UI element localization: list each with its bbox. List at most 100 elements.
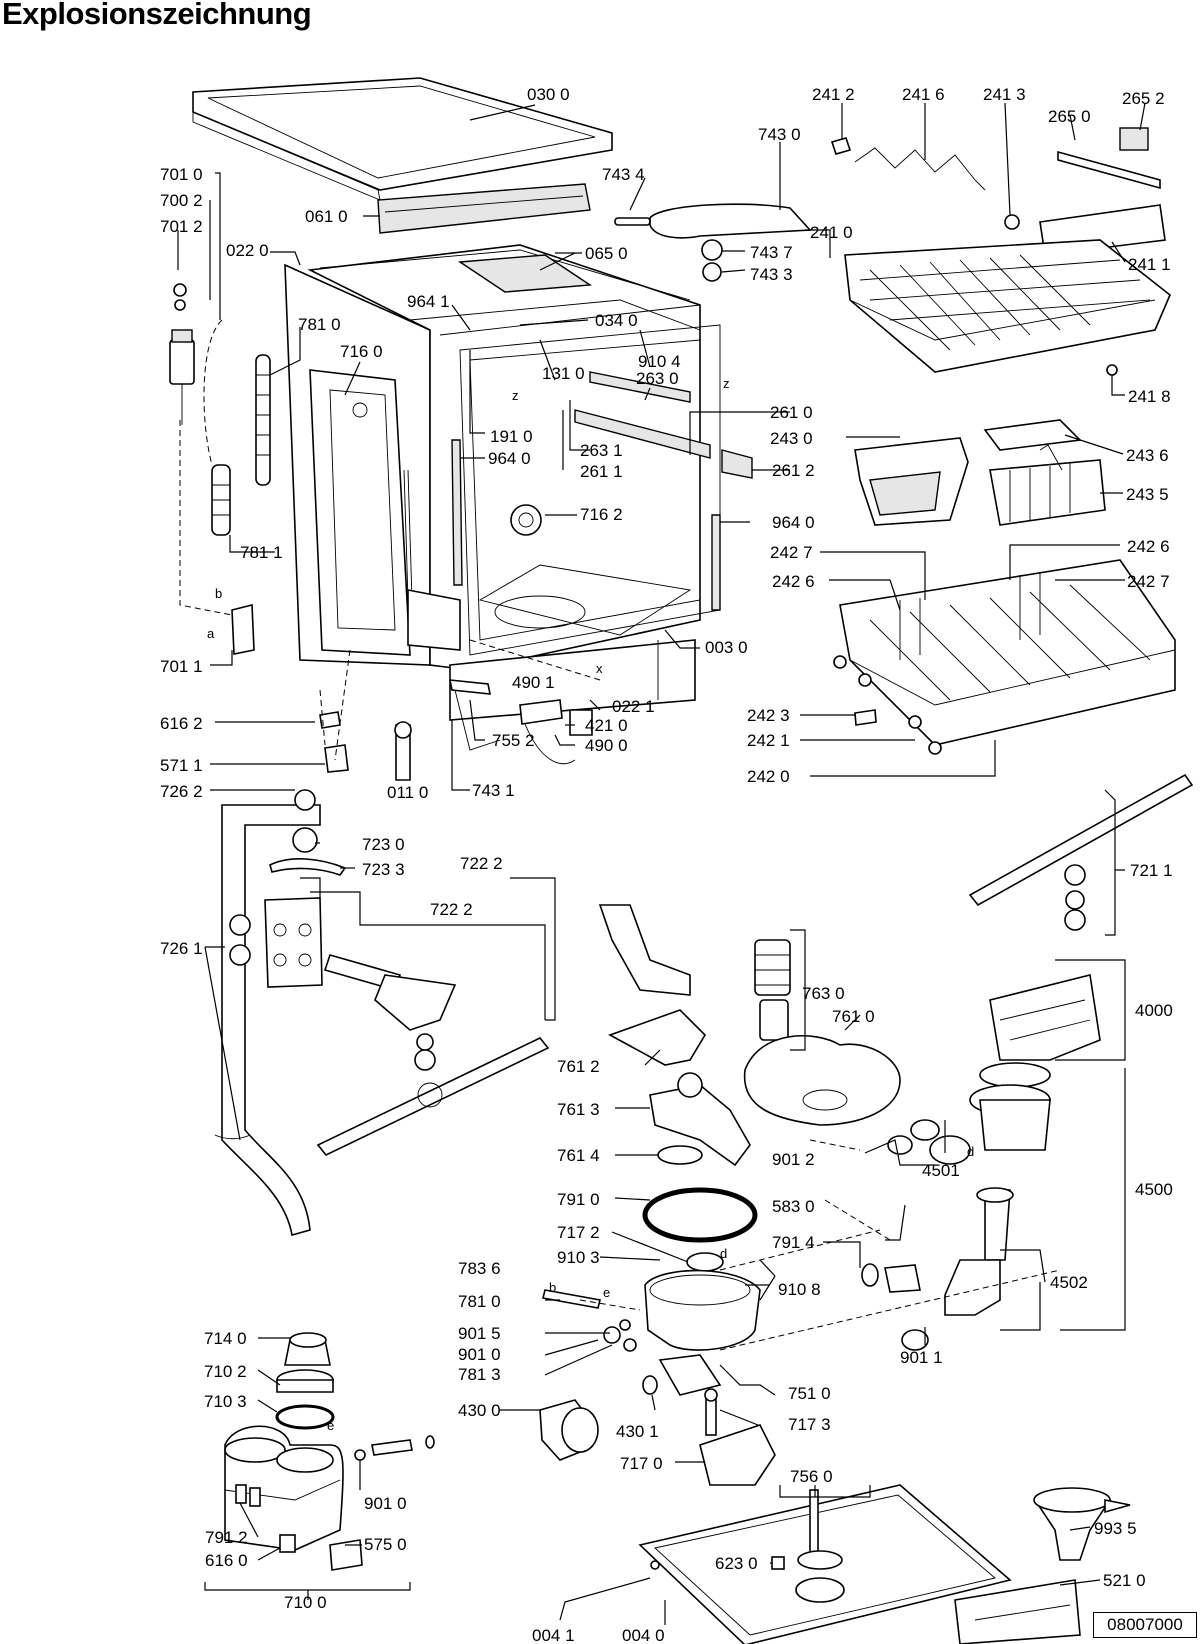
callout-761-4: 761 4 [557,1146,600,1165]
callout-243-0: 243 0 [770,429,813,448]
drawing-number-box: 08007000 [1093,1612,1197,1638]
callout-242-3: 242 3 [747,706,790,725]
callout-901-5: 901 5 [458,1324,501,1343]
callout-243-6: 243 6 [1126,446,1169,465]
callout-242-1: 242 1 [747,731,790,750]
callout-791-2: 791 2 [205,1528,248,1547]
callout-743-1: 743 1 [472,781,515,800]
water-softener-part [224,1332,435,1571]
callout-034-0: 034 0 [595,311,638,330]
callout-521-0: 521 0 [1103,1571,1146,1590]
upper-spray-arm-part [968,773,1194,931]
callout-781-1: 781 1 [240,543,283,562]
callout-726-1: 726 1 [160,939,203,958]
callout-717-2: 717 2 [557,1223,600,1242]
callout-065-0: 065 0 [585,244,628,263]
callout-004-0: 004 0 [622,1626,665,1644]
callout-756-0: 756 0 [790,1467,833,1486]
callout-993-5: 993 5 [1094,1519,1137,1538]
callout-616-2: 616 2 [160,714,203,733]
callout-701-1: 701 1 [160,657,203,676]
callout-583-0: 583 0 [772,1197,815,1216]
callout-430-1: 430 1 [616,1422,659,1441]
callout-717-3: 717 3 [788,1415,831,1434]
callout-964-0-a: 964 0 [488,449,531,468]
callout-263-0: 263 0 [636,369,679,388]
callout-430-0: 430 0 [458,1401,501,1420]
callout-241-3: 241 3 [983,85,1026,104]
callout-241-0: 241 0 [810,223,853,242]
callout-755-2: 755 2 [492,731,535,750]
callout-717-0: 717 0 [620,1454,663,1473]
callout-743-7: 743 7 [750,243,793,262]
callout-263-1: 263 1 [580,441,623,460]
marker-z-a: z [512,388,519,403]
callout-490-1: 490 1 [512,673,555,692]
callout-783-6: 783 6 [458,1259,501,1278]
callout-716-2: 716 2 [580,505,623,524]
dash-connections [319,639,1061,1351]
upper-basket-part [614,127,1171,376]
callout-261-1: 261 1 [580,462,623,481]
callout-910-8: 910 8 [778,1280,821,1299]
callout-781-0-b: 781 0 [458,1292,501,1311]
callout-901-0-a: 901 0 [458,1345,501,1364]
callout-241-8: 241 8 [1128,387,1171,406]
callout-421-0: 421 0 [585,716,628,735]
callout-261-2: 261 2 [772,461,815,480]
callout-241-1: 241 1 [1128,255,1171,274]
callout-714-0: 714 0 [204,1329,247,1348]
callout-910-3: 910 3 [557,1248,600,1267]
inlet-hose-part [169,283,271,655]
callout-241-2: 241 2 [812,85,855,104]
callout-964-0-b: 964 0 [772,513,815,532]
callout-623-0: 623 0 [715,1554,758,1573]
callout-964-1: 964 1 [407,292,450,311]
callout-751-0: 751 0 [788,1384,831,1403]
callout-710-3: 710 3 [204,1392,247,1411]
callout-4501: 4501 [922,1161,960,1180]
callout-labels: 030 0 061 0 022 0 065 0 964 1 034 0 781 … [160,85,1173,1644]
callout-616-0: 616 0 [205,1551,248,1570]
callout-726-2: 726 2 [160,782,203,801]
callout-743-4: 743 4 [602,165,645,184]
callout-243-5: 243 5 [1126,485,1169,504]
marker-a: a [207,626,215,641]
callout-722-2-b: 722 2 [430,900,473,919]
marker-z-b: z [723,376,730,391]
callout-265-0: 265 0 [1048,107,1091,126]
callout-910-4: 910 4 [638,352,681,371]
callout-030-0: 030 0 [527,85,570,104]
callout-242-7-a: 242 7 [770,543,813,562]
callout-242-7-b: 242 7 [1127,572,1170,591]
marker-b-b: b [549,1280,556,1295]
callout-241-6: 241 6 [902,85,945,104]
marker-d-b: d [967,1144,974,1159]
callout-901-0-b: 901 0 [364,1494,407,1513]
callout-710-0: 710 0 [284,1593,327,1612]
reference-markers: z z x a b b e e d d [207,376,974,1433]
callout-710-2: 710 2 [204,1362,247,1381]
callout-761-2: 761 2 [557,1057,600,1076]
callout-722-2-a: 722 2 [460,854,503,873]
callout-761-0: 761 0 [832,1007,875,1026]
callout-4502: 4502 [1050,1273,1088,1292]
callout-781-0: 781 0 [298,315,341,334]
callout-131-0: 131 0 [542,364,585,383]
callout-242-0: 242 0 [747,767,790,786]
callout-265-2: 265 2 [1122,89,1165,108]
callout-723-3: 723 3 [362,860,405,879]
callout-721-1: 721 1 [1130,861,1173,880]
callout-242-6-b: 242 6 [772,572,815,591]
callout-701-0: 701 0 [160,165,203,184]
circulation-pump-part [861,974,1101,1351]
spray-feed-pipe-part [214,789,550,1237]
cabinet-part [284,244,753,721]
marker-b-a: b [215,586,222,601]
callout-723-0: 723 0 [362,835,405,854]
base-tray-part [638,1484,1131,1644]
callout-022-0: 022 0 [226,241,269,260]
callout-716-0: 716 0 [340,342,383,361]
callout-571-1: 571 1 [160,756,203,775]
